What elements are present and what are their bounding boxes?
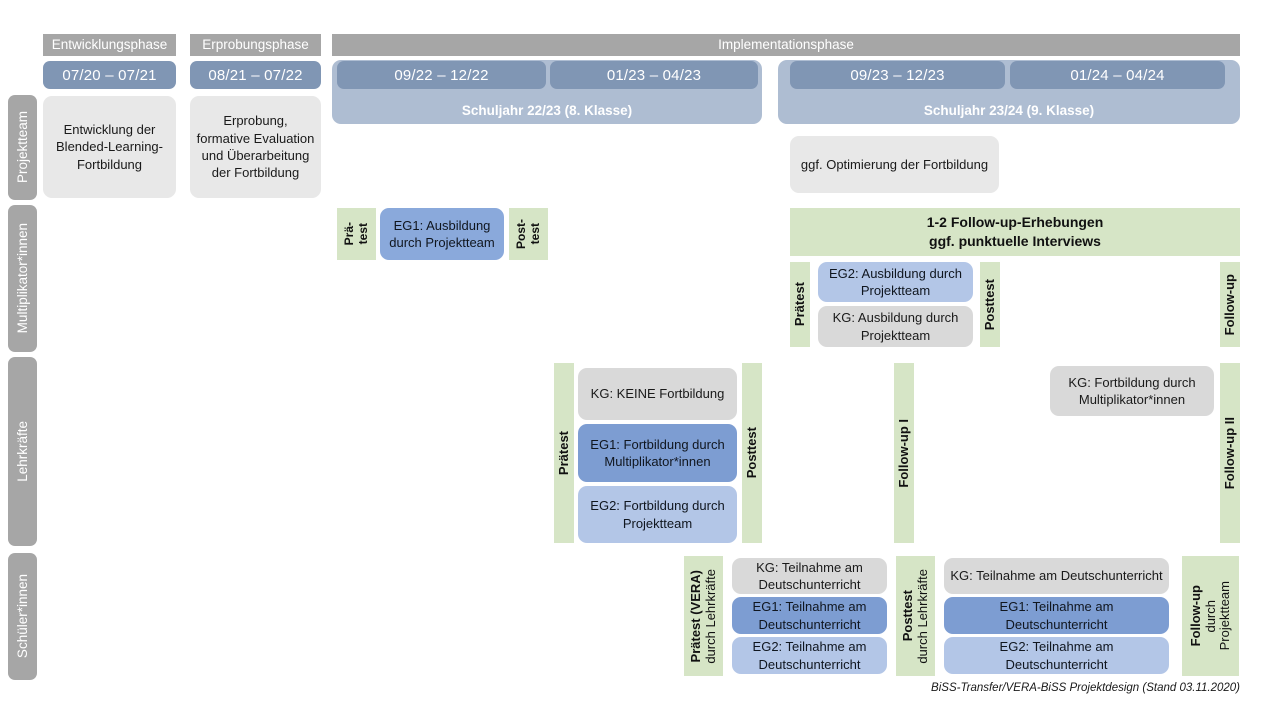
- schoolyear-label: Schuljahr 22/23 (8. Klasse): [461, 103, 633, 118]
- row-label-text: Schüler*innen: [14, 574, 30, 659]
- period-pill-0123-0423: 01/23 – 04/23: [550, 61, 758, 89]
- card-kg-keine-fortbildung: KG: KEINE Fortbildung: [578, 368, 737, 420]
- card-eg1-teilnahme-deutschunterricht-b: EG1: Teilnahme am Deutschunterricht: [944, 597, 1169, 634]
- row-label-projektteam: Projektteam: [8, 95, 37, 200]
- strip-line-2: durch Lehrkräfte: [703, 568, 718, 664]
- card-text: KG: Teilnahme am Deutschunterricht: [756, 559, 863, 592]
- phase-header-label: Erprobungsphase: [202, 36, 309, 52]
- phase-header-label: Entwicklungsphase: [51, 36, 168, 52]
- row-label-schuelerinnen: Schüler*innen: [8, 553, 37, 680]
- strip-line-1: Follow-up II: [1222, 416, 1238, 490]
- strip-line-1: Prätest (VERA): [688, 569, 704, 663]
- strip-followup-schuelerinnen: Follow-up durch Projektteam: [1182, 556, 1239, 676]
- card-text: KG: KEINE Fortbildung: [590, 386, 725, 402]
- period-label: 01/24 – 04/24: [1070, 66, 1165, 84]
- card-text: EG2: Teilnahme am Deutschunterricht: [999, 639, 1114, 672]
- phase-header-implementationsphase: Implementationsphase: [332, 34, 1240, 56]
- strip-line-1: Posttest: [982, 278, 998, 331]
- card-text: Entwicklung der Blended-Learning-Fortbil…: [56, 122, 163, 172]
- banner-line-2: ggf. punktuelle Interviews: [929, 233, 1101, 249]
- card-eg2-fortbildung-projektteam: EG2: Fortbildung durch Projektteam: [578, 486, 737, 543]
- card-entwicklung-blended-learning: Entwicklung der Blended-Learning-Fortbil…: [43, 96, 176, 198]
- card-text: EG1: Teilnahme am Deutschunterricht: [999, 599, 1114, 632]
- strip-line-1: Prätest: [792, 282, 808, 327]
- strip-line-1: Prätest: [556, 430, 572, 476]
- card-kg-teilnahme-deutschunterricht-a: KG: Teilnahme am Deutschunterricht: [732, 558, 887, 594]
- strip-line-2: test: [356, 223, 370, 245]
- card-text: EG2: Ausbildung durch Projektteam: [829, 265, 962, 298]
- strip-line-1: Follow-up: [1188, 585, 1204, 647]
- banner-line-1: 1-2 Follow-up-Erhebungen: [926, 214, 1104, 231]
- card-text: EG2: Teilnahme am Deutschunterricht: [752, 639, 867, 672]
- card-erprobung-evaluation: Erprobung, formative Evaluation und Über…: [190, 96, 321, 198]
- card-text: EG1: Ausbildung durch Projektteam: [389, 217, 495, 250]
- strip-line-1: Prä-: [342, 222, 357, 246]
- card-kg-teilnahme-deutschunterricht-b: KG: Teilnahme am Deutschunterricht: [944, 558, 1169, 594]
- strip-followup-i-lehrkraefte: Follow-up I: [894, 363, 914, 543]
- period-label: 09/23 – 12/23: [850, 66, 945, 84]
- period-label: 09/22 – 12/22: [394, 66, 489, 84]
- card-eg2-teilnahme-deutschunterricht-b: EG2: Teilnahme am Deutschunterricht: [944, 637, 1169, 674]
- phase-header-label: Implementationsphase: [718, 36, 854, 52]
- phase-header-erprobungsphase: Erprobungsphase: [190, 34, 321, 56]
- card-eg2-ausbildung-projektteam: EG2: Ausbildung durch Projektteam: [818, 262, 973, 302]
- strip-followup-multiplikatoren: Follow-up: [1220, 262, 1240, 347]
- footer-caption: BiSS-Transfer/VERA-BiSS Projektdesign (S…: [700, 682, 1240, 694]
- period-label: 07/20 – 07/21: [62, 66, 157, 84]
- strip-line-1: Posttest: [744, 427, 760, 479]
- row-label-text: Multiplikator*innen: [14, 223, 30, 334]
- card-text: KG: Fortbildung durch Multiplikator*inne…: [1068, 374, 1196, 407]
- strip-praetest-multiplikatoren-2: Prätest: [790, 262, 810, 347]
- strip-followup-ii-lehrkraefte: Follow-up II: [1220, 363, 1240, 543]
- strip-posttest-schuelerinnen: Posttest durch Lehrkräfte: [896, 556, 935, 676]
- period-pill-0720-0721: 07/20 – 07/21: [43, 61, 176, 89]
- card-text: KG: Teilnahme am Deutschunterricht: [950, 568, 1163, 584]
- row-label-lehrkraefte: Lehrkräfte: [8, 357, 37, 546]
- card-kg-fortbildung-multiplikatoren: KG: Fortbildung durch Multiplikator*inne…: [1050, 366, 1214, 416]
- strip-line-1: Follow-up: [1222, 273, 1238, 336]
- card-text: EG1: Fortbildung durch Multiplikator*inn…: [590, 436, 725, 469]
- footer-text: BiSS-Transfer/VERA-BiSS Projektdesign (S…: [931, 682, 1240, 694]
- row-label-text: Lehrkräfte: [14, 421, 30, 482]
- strip-line-1: Posttest: [900, 590, 916, 642]
- strip-posttest-multiplikatoren-2: Posttest: [980, 262, 1000, 347]
- card-ggf-optimierung-fortbildung: ggf. Optimierung der Fortbildung: [790, 136, 999, 193]
- card-eg1-fortbildung-multiplikatoren: EG1: Fortbildung durch Multiplikator*inn…: [578, 424, 737, 482]
- period-pill-0922-1222: 09/22 – 12/22: [337, 61, 546, 89]
- card-text: EG1: Teilnahme am Deutschunterricht: [752, 599, 867, 632]
- card-text: Erprobung, formative Evaluation und Über…: [196, 113, 315, 181]
- card-kg-ausbildung-projektteam: KG: Ausbildung durch Projektteam: [818, 306, 973, 347]
- strip-line-1: Follow-up I: [896, 418, 912, 488]
- period-pill-0821-0722: 08/21 – 07/22: [190, 61, 321, 89]
- period-label: 08/21 – 07/22: [208, 66, 303, 84]
- card-text: EG2: Fortbildung durch Projektteam: [590, 498, 725, 531]
- banner-followup-erhebungen: 1-2 Follow-up-Erhebungen ggf. punktuelle…: [790, 208, 1240, 256]
- strip-posttest-multiplikatoren: Post- test: [509, 208, 548, 260]
- strip-line-2: durch Lehrkräfte: [915, 568, 930, 664]
- strip-line-2: durch: [1202, 599, 1218, 633]
- strip-line-3: Projektteam: [1217, 581, 1233, 651]
- card-text: ggf. Optimierung der Fortbildung: [800, 156, 989, 172]
- schoolyear-label: Schuljahr 23/24 (9. Klasse): [923, 103, 1095, 118]
- period-pill-0124-0424: 01/24 – 04/24: [1010, 61, 1225, 89]
- card-eg2-teilnahme-deutschunterricht-a: EG2: Teilnahme am Deutschunterricht: [732, 637, 887, 674]
- strip-line-1: Post-: [514, 219, 529, 249]
- period-pill-0923-1223: 09/23 – 12/23: [790, 61, 1005, 89]
- strip-posttest-lehrkraefte: Posttest: [742, 363, 762, 543]
- period-label: 01/23 – 04/23: [606, 66, 702, 84]
- card-text: KG: Ausbildung durch Projektteam: [832, 310, 959, 343]
- strip-praetest-multiplikatoren: Prä- test: [337, 208, 376, 260]
- card-eg1-teilnahme-deutschunterricht-a: EG1: Teilnahme am Deutschunterricht: [732, 597, 887, 634]
- strip-praetest-vera-schuelerinnen: Prätest (VERA) durch Lehrkräfte: [684, 556, 723, 676]
- strip-line-2: test: [528, 223, 542, 245]
- row-label-text: Projektteam: [14, 111, 30, 184]
- phase-header-entwicklungsphase: Entwicklungsphase: [43, 34, 176, 56]
- row-label-multiplikatorinnen: Multiplikator*innen: [8, 205, 37, 352]
- strip-praetest-lehrkraefte: Prätest: [554, 363, 574, 543]
- card-eg1-ausbildung-projektteam: EG1: Ausbildung durch Projektteam: [380, 208, 504, 260]
